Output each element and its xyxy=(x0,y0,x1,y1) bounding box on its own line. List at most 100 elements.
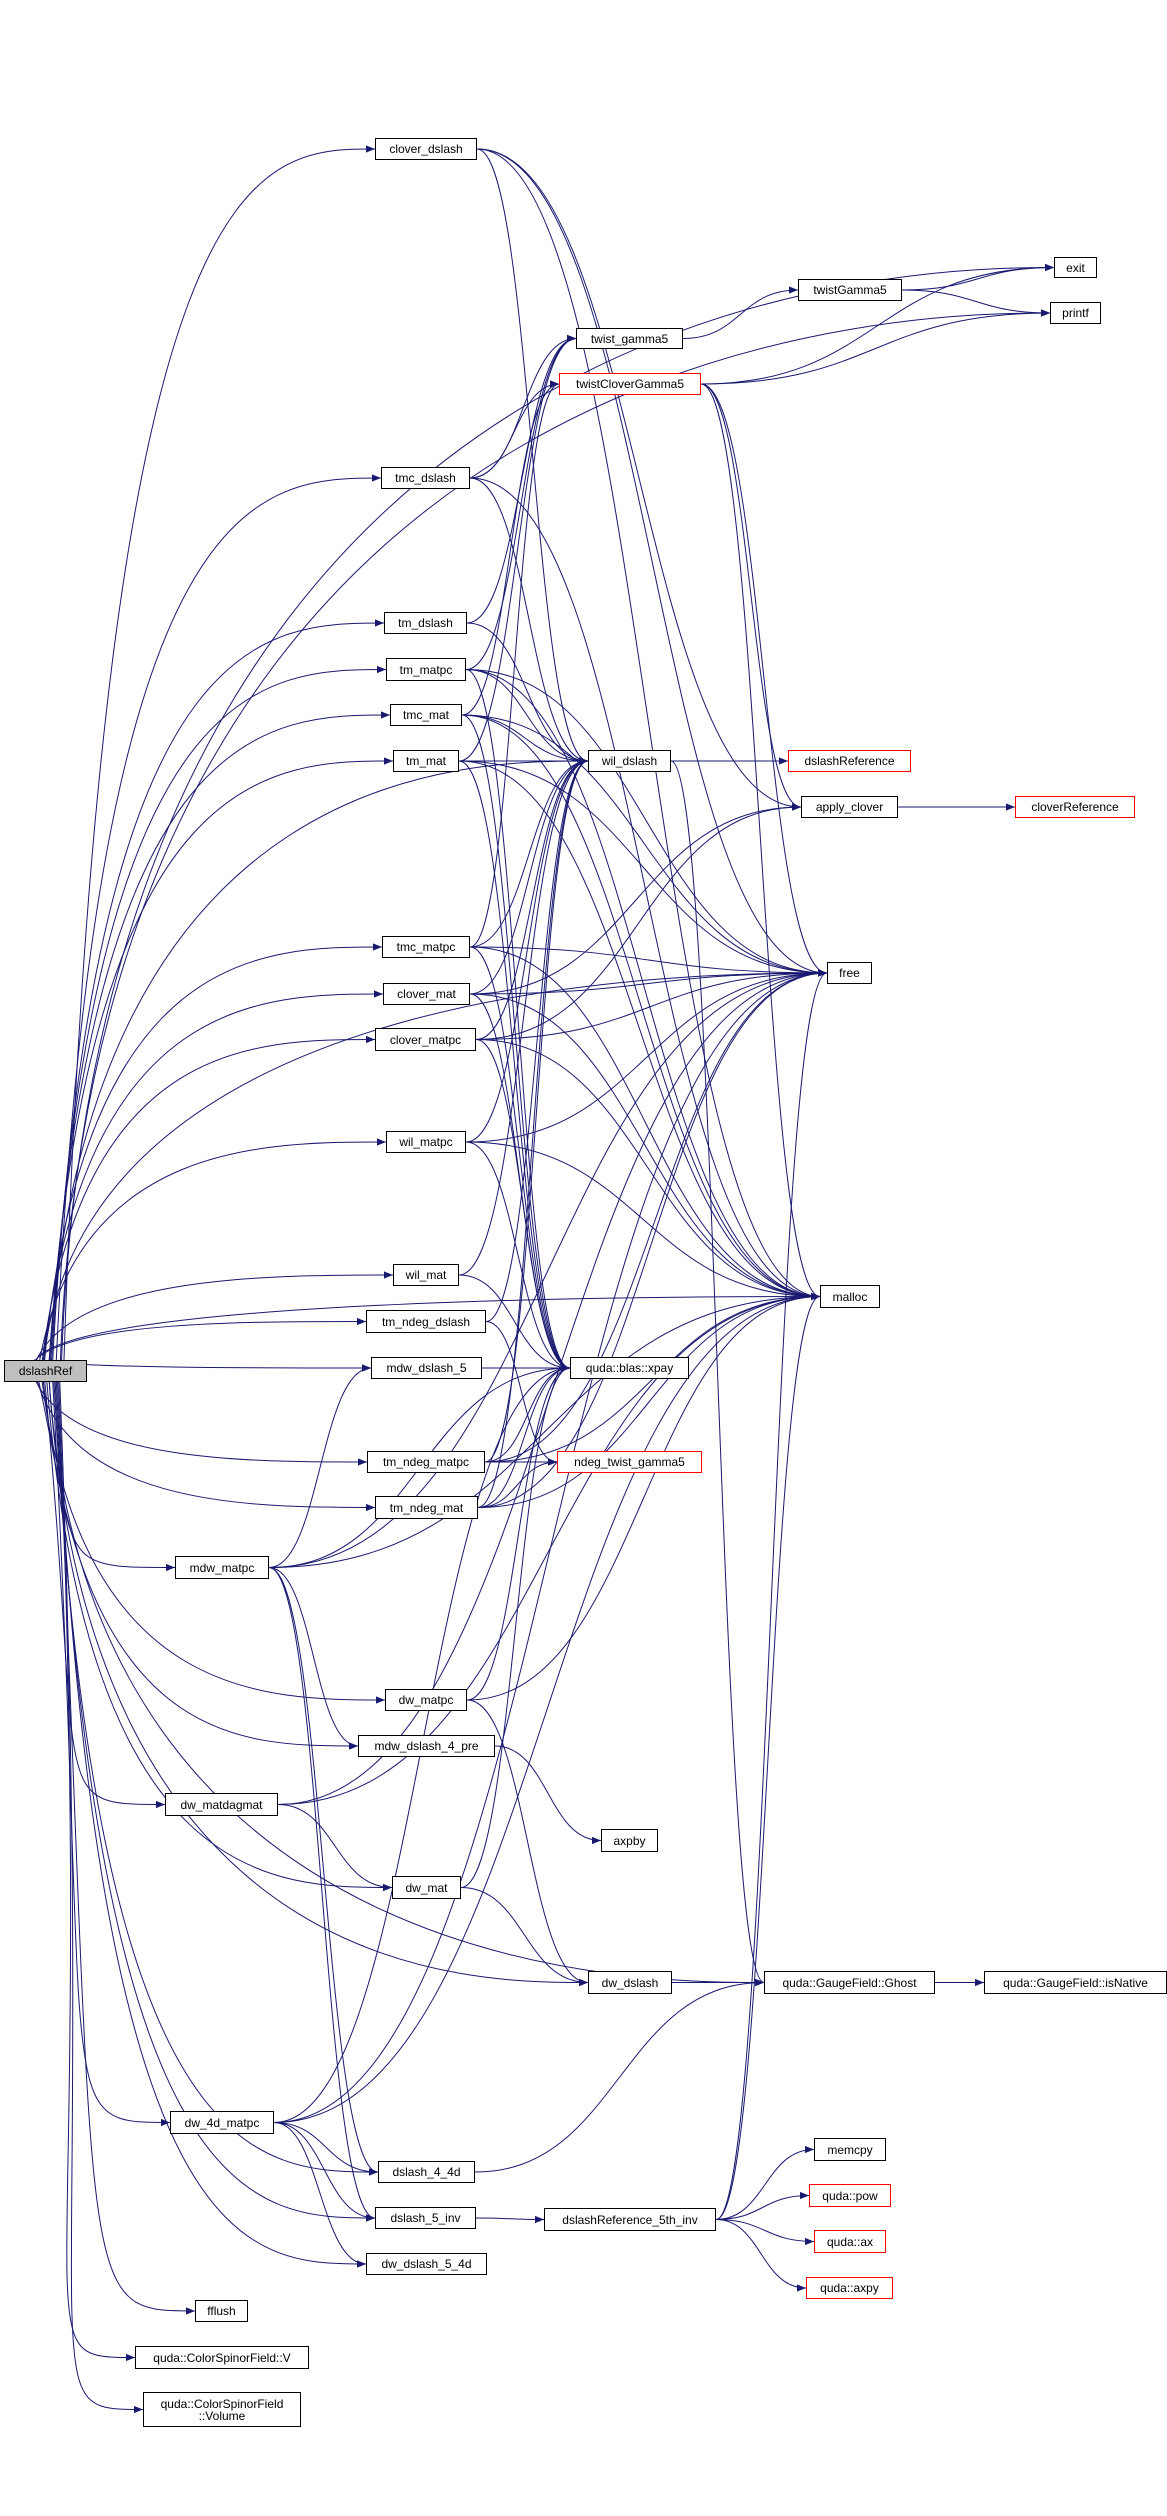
edge-clover-matpc-to-free xyxy=(475,969,828,1040)
node-apply-clover[interactable]: apply_clover xyxy=(801,796,898,818)
edge-dslash-reference-5th-inv-to-axpy xyxy=(715,2219,807,2292)
edge-dslash-reference-5th-inv-to-ax xyxy=(715,2219,815,2246)
edge-tm-ndeg-matpc-to-free xyxy=(484,969,828,1463)
node-wil-dslash[interactable]: wil_dslash xyxy=(588,750,671,772)
edge-wil-matpc-to-free xyxy=(465,969,828,1143)
node-is-native[interactable]: quda::GaugeField::isNative xyxy=(984,1971,1167,1994)
edge-dslash-ref-to-dw-matpc xyxy=(41,1381,386,1704)
edge-tm-ndeg-matpc-to-malloc xyxy=(484,1292,821,1463)
edge-dslash-ref-to-tm-ndeg-dslash xyxy=(34,1317,367,1361)
node-dslash-5-inv[interactable]: dslash_5_inv xyxy=(375,2207,476,2229)
edge-twist-clover-gamma5-to-exit xyxy=(700,263,1055,385)
node-fflush[interactable]: fflush xyxy=(195,2300,248,2322)
node-tmc-dslash[interactable]: tmc_dslash xyxy=(381,467,470,489)
node-tm-matpc[interactable]: tm_matpc xyxy=(386,658,466,681)
node-ax[interactable]: quda::ax xyxy=(814,2230,886,2253)
edge-tmc-dslash-to-wil-dslash xyxy=(469,477,589,765)
node-dslash-reference[interactable]: dslashReference xyxy=(788,750,911,772)
edge-dw-matpc-to-xpay xyxy=(466,1364,571,1701)
node-exit[interactable]: exit xyxy=(1054,257,1097,278)
edge-tm-matpc-to-xpay xyxy=(465,669,571,1372)
node-tmc-mat[interactable]: tmc_mat xyxy=(390,704,462,726)
edge-tm-matpc-to-free xyxy=(465,669,828,977)
edge-dw-4d-matpc-to-dslash-5-inv xyxy=(273,2122,376,2222)
node-mdw-matpc[interactable]: mdw_matpc xyxy=(175,1556,269,1579)
node-v[interactable]: quda::ColorSpinorField::V xyxy=(135,2346,309,2369)
node-ndeg-twist-gamma5[interactable]: ndeg_twist_gamma5 xyxy=(557,1451,702,1473)
edge-twist-clover-gamma5-to-free xyxy=(700,383,828,977)
node-clover-dslash[interactable]: clover_dslash xyxy=(375,138,477,160)
node-tm-ndeg-dslash[interactable]: tm_ndeg_dslash xyxy=(366,1310,486,1333)
edge-dslash-ref-to-tm-ndeg-matpc xyxy=(35,1381,368,1466)
node-dslash-ref[interactable]: dslashRef xyxy=(4,1360,87,1382)
edge-tm-mat-to-malloc xyxy=(458,760,821,1301)
node-clover-matpc[interactable]: clover_matpc xyxy=(375,1028,476,1051)
node-malloc[interactable]: malloc xyxy=(820,1285,880,1308)
edge-dw-mat-to-xpay xyxy=(460,1364,571,1888)
edge-tm-ndeg-mat-to-wil-dslash xyxy=(477,757,589,1508)
node-xpay[interactable]: quda::blas::xpay xyxy=(570,1357,689,1379)
edge-dw-matpc-to-malloc xyxy=(466,1292,821,1701)
edge-dw-4d-matpc-to-dw-dslash-5-4d xyxy=(273,2122,367,2268)
node-mdw-dslash-4-pre[interactable]: mdw_dslash_4_pre xyxy=(358,1735,495,1757)
edge-clover-dslash-to-wil-dslash xyxy=(476,148,589,765)
node-axpy[interactable]: quda::axpy xyxy=(806,2277,893,2299)
edge-tmc-matpc-to-malloc xyxy=(469,946,821,1301)
node-dw-dslash[interactable]: dw_dslash xyxy=(588,1971,672,1994)
node-wil-matpc[interactable]: wil_matpc xyxy=(386,1131,466,1153)
edge-dslash-ref-to-dslash-4-4d xyxy=(53,1381,379,2176)
node-dw-4d-matpc[interactable]: dw_4d_matpc xyxy=(170,2111,274,2134)
node-twist-clover-gamma5[interactable]: twistCloverGamma5 xyxy=(559,373,701,395)
edge-clover-mat-to-free xyxy=(469,969,828,995)
edge-clover-matpc-to-apply-clover xyxy=(475,803,802,1040)
edge-dslash-ref-to-dw-dslash-5-4d xyxy=(55,1381,367,2268)
edge-dslash-ref-to-tm-ndeg-mat xyxy=(36,1381,376,1512)
edge-clover-dslash-to-malloc xyxy=(476,148,821,1301)
node-free[interactable]: free xyxy=(827,962,872,984)
node-volume[interactable]: quda::ColorSpinorField ::Volume xyxy=(143,2392,301,2427)
node-pow[interactable]: quda::pow xyxy=(809,2184,891,2207)
node-axpby[interactable]: axpby xyxy=(601,1829,658,1852)
edge-dslash-5-inv-to-dslash-reference-5th-inv xyxy=(475,2215,545,2224)
edge-dslash-ref-to-clover-dslash xyxy=(63,145,376,1361)
node-dw-dslash-5-4d[interactable]: dw_dslash_5_4d xyxy=(366,2253,487,2275)
node-printf[interactable]: printf xyxy=(1050,302,1101,324)
edge-dslash-ref-to-volume xyxy=(59,1381,144,2414)
edge-clover-matpc-to-xpay xyxy=(475,1039,571,1372)
node-dw-mat[interactable]: dw_mat xyxy=(392,1876,461,1899)
node-dw-matpc[interactable]: dw_matpc xyxy=(385,1689,467,1711)
edge-tm-mat-to-free xyxy=(458,760,828,977)
edge-tm-matpc-to-wil-dslash xyxy=(465,669,589,765)
node-ghost[interactable]: quda::GaugeField::Ghost xyxy=(764,1971,935,1994)
node-clover-mat[interactable]: clover_mat xyxy=(383,983,470,1005)
edge-dslash-4-4d-to-ghost xyxy=(474,1978,765,2173)
edge-tm-matpc-to-twist-gamma5 xyxy=(465,334,577,670)
node-tmc-matpc[interactable]: tmc_matpc xyxy=(382,936,470,958)
edge-wil-matpc-to-xpay xyxy=(465,1141,571,1372)
edge-tm-ndeg-mat-to-ndeg-twist-gamma5 xyxy=(477,1458,558,1508)
edge-dslash-ref-to-dw-matdagmat xyxy=(44,1381,166,1809)
node-mdw-dslash-5[interactable]: mdw_dslash_5 xyxy=(371,1357,482,1379)
edge-dslash-ref-to-wil-dslash xyxy=(48,757,589,1361)
node-twist-gamma5[interactable]: twistGamma5 xyxy=(798,279,902,301)
node-tm-mat[interactable]: tm_mat xyxy=(393,750,459,772)
edge-tmc-dslash-to-twist-clover-gamma5 xyxy=(469,380,560,479)
node-wil-mat[interactable]: wil_mat xyxy=(393,1264,459,1286)
node-twist-gamma5[interactable]: twist_gamma5 xyxy=(576,328,683,349)
node-tm-ndeg-matpc[interactable]: tm_ndeg_matpc xyxy=(367,1451,485,1473)
node-dslash-4-4d[interactable]: dslash_4_4d xyxy=(378,2161,475,2183)
edge-dslash-ref-to-dw-dslash xyxy=(48,1381,589,1987)
edge-dslash-reference-5th-inv-to-free xyxy=(715,969,828,2220)
node-dslash-reference-5th-inv[interactable]: dslashReference_5th_inv xyxy=(544,2208,716,2231)
node-clover-reference[interactable]: cloverReference xyxy=(1015,796,1135,818)
edge-dslash-reference-5th-inv-to-memcpy xyxy=(715,2145,815,2220)
node-memcpy[interactable]: memcpy xyxy=(814,2138,886,2161)
node-dw-matdagmat[interactable]: dw_matdagmat xyxy=(165,1793,278,1816)
node-tm-ndeg-mat[interactable]: tm_ndeg_mat xyxy=(375,1496,478,1519)
edge-dslash-ref-to-fflush xyxy=(57,1381,196,2315)
node-tm-dslash[interactable]: tm_dslash xyxy=(384,612,467,634)
edge-mdw-matpc-to-mdw-dslash-5 xyxy=(268,1364,372,1568)
edge-twist-clover-gamma5-to-apply-clover xyxy=(700,383,802,811)
edge-mdw-dslash-4-pre-to-axpby xyxy=(494,1745,602,1845)
